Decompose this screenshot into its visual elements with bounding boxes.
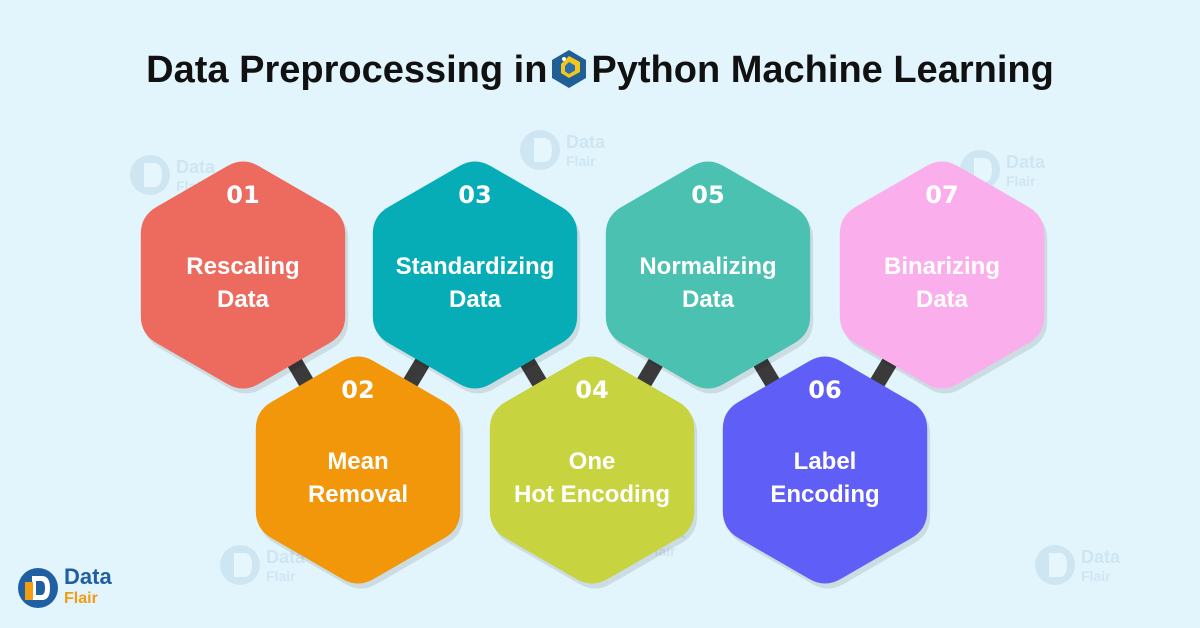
steps-layer: 01RescalingData02MeanRemoval03Standardiz… <box>140 161 1048 589</box>
watermark-text: Data <box>1006 152 1046 172</box>
watermark-text: Data <box>176 157 216 177</box>
logo-text-line2: Flair <box>64 590 98 607</box>
step-number: 07 <box>925 181 958 209</box>
step-label-line2: Data <box>916 286 969 313</box>
watermark-text: Flair <box>266 568 296 584</box>
watermark-text: Flair <box>1081 568 1111 584</box>
step-label-line1: Rescaling <box>186 253 299 280</box>
step-number: 03 <box>458 181 491 209</box>
watermark-text: Flair <box>1006 173 1036 189</box>
step-label-line1: Normalizing <box>639 253 776 280</box>
step-number: 02 <box>341 376 374 404</box>
logo-text-line1: Data <box>64 564 112 589</box>
step-number: 06 <box>808 376 841 404</box>
watermark-text: Data <box>566 132 606 152</box>
step-number: 01 <box>226 181 259 209</box>
step-number: 04 <box>575 376 608 404</box>
hexagon-shape <box>489 356 695 584</box>
step-label-line2: Hot Encoding <box>514 481 670 508</box>
title-part-1: Data Preprocessing in <box>146 49 548 91</box>
step-label-line1: Label <box>794 448 857 475</box>
step-number: 05 <box>691 181 724 209</box>
dataflair-logo: Data Flair <box>14 560 124 616</box>
hexagon-shape <box>255 356 461 584</box>
step-label-line1: Mean <box>327 448 388 475</box>
watermark-text: Data <box>1081 547 1121 567</box>
step-label-line2: Removal <box>308 481 408 508</box>
watermark-text: Flair <box>566 153 596 169</box>
page-title: Data Preprocessing in Python Machine Lea… <box>0 48 1200 92</box>
step-label-line1: Binarizing <box>884 253 1000 280</box>
step-label-line1: Standardizing <box>396 253 555 280</box>
python-logo-icon <box>552 50 587 88</box>
step-label-line2: Data <box>217 286 270 313</box>
hexagon-shape <box>372 161 578 389</box>
hexagon-shape <box>839 161 1045 389</box>
hexagon-shape <box>722 356 928 584</box>
step-label-line2: Data <box>449 286 502 313</box>
dataflair-logo-icon <box>18 568 58 608</box>
hexagon-shape <box>140 161 346 389</box>
step-label-line2: Encoding <box>770 481 879 508</box>
step-label-line2: Data <box>682 286 735 313</box>
hexagon-shape <box>605 161 811 389</box>
title-part-2: Python Machine Learning <box>591 49 1054 91</box>
step-label-line1: One <box>569 448 616 475</box>
